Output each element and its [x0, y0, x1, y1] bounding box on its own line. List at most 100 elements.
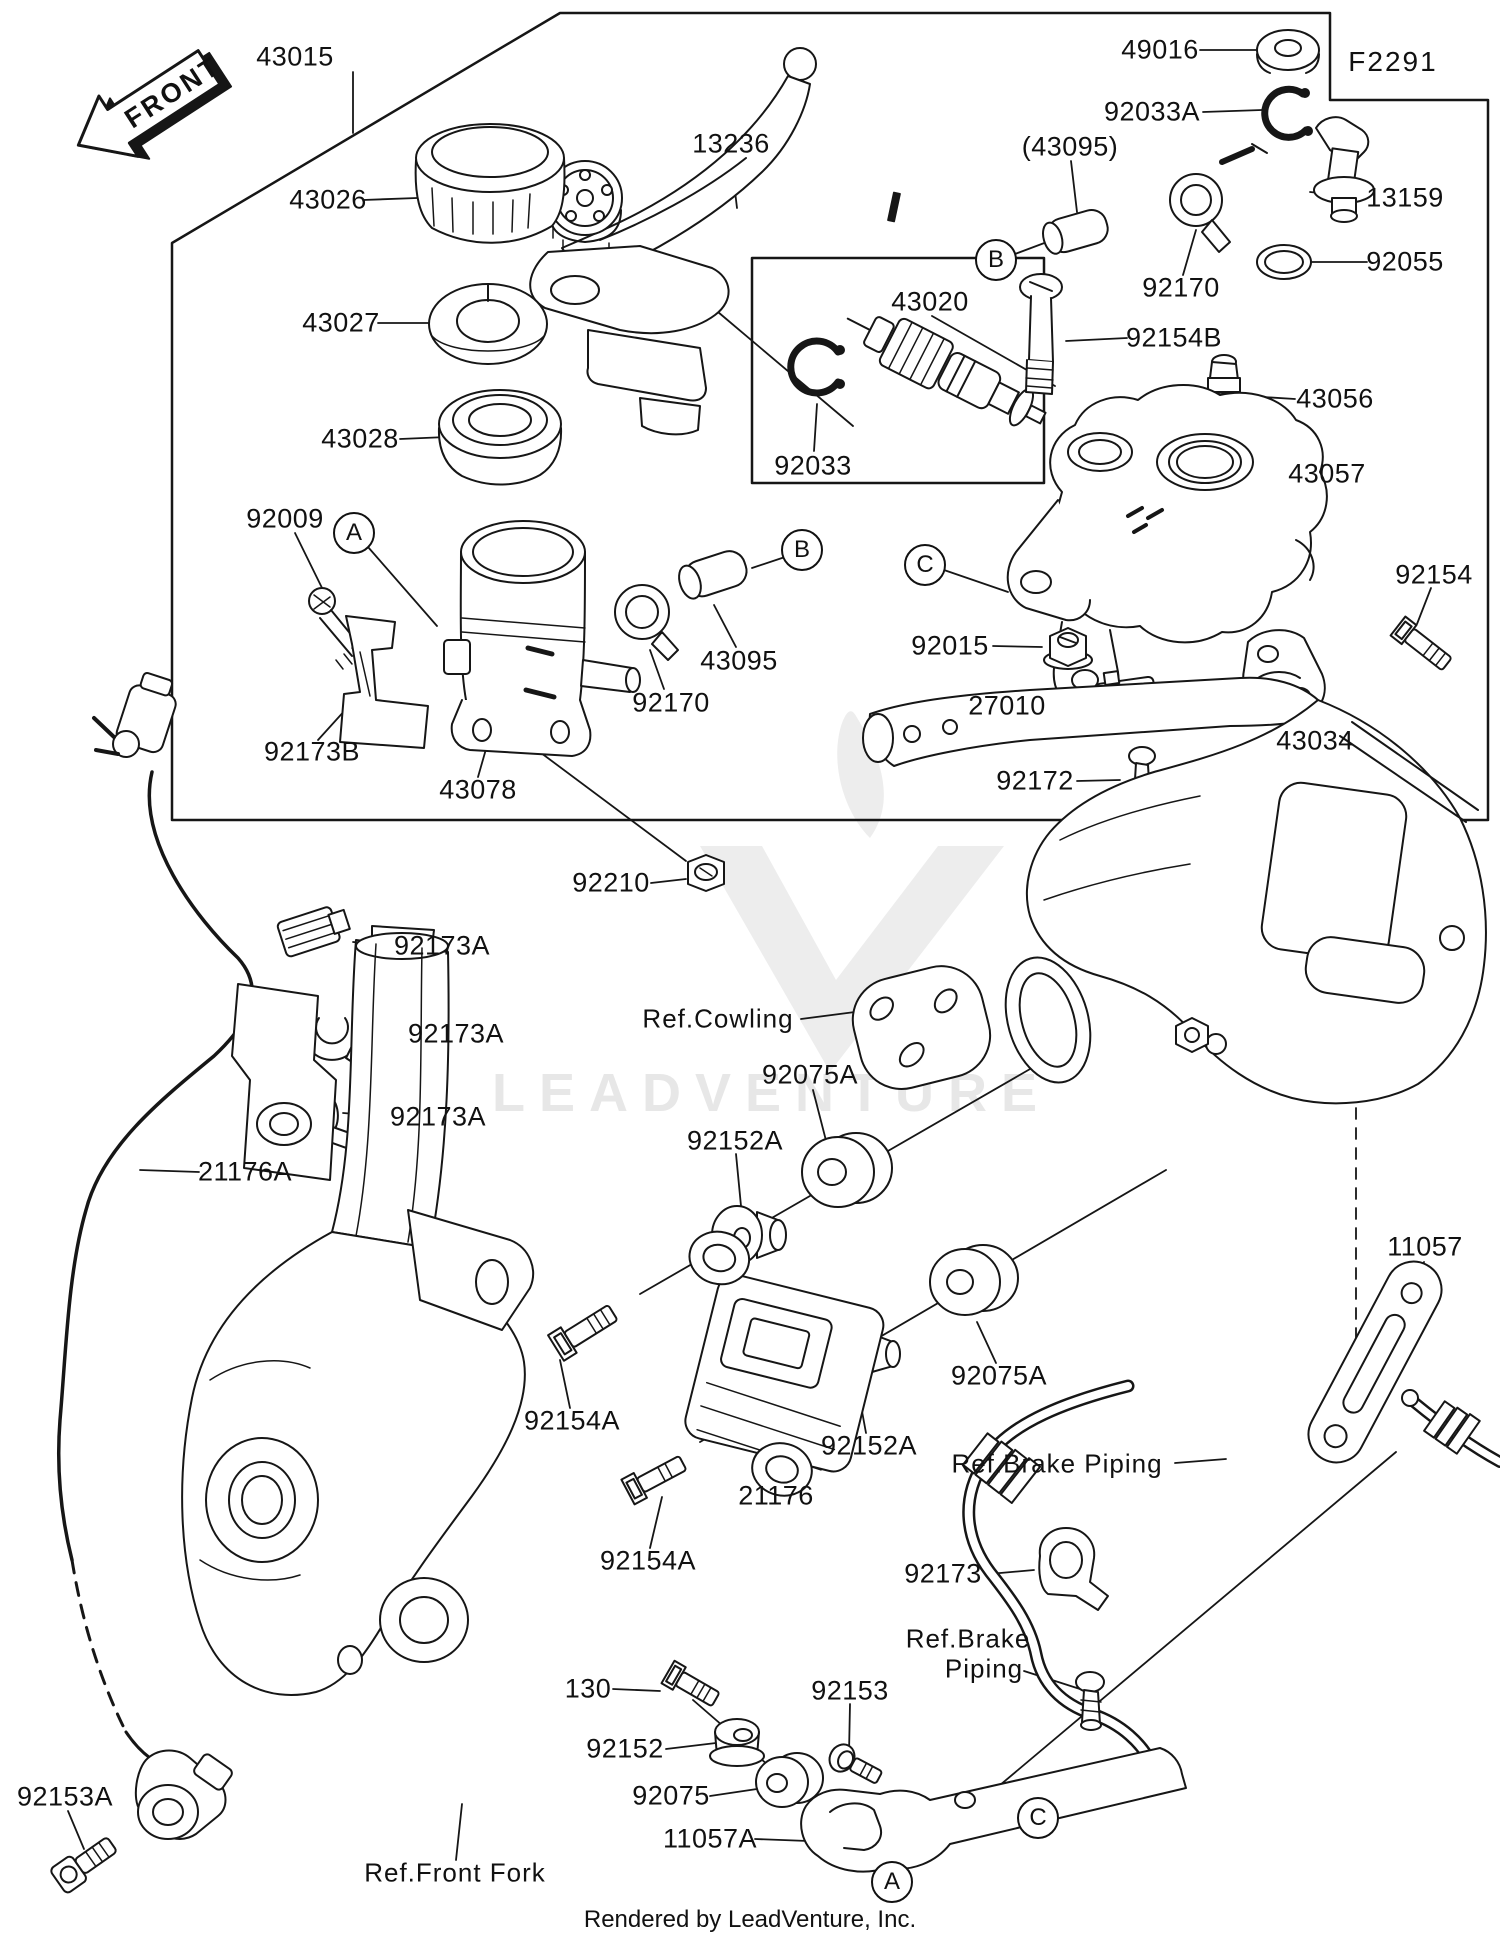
- part-label: 13236: [692, 128, 770, 159]
- part-label: 43078: [439, 774, 517, 805]
- reservoir-art: [443, 520, 641, 757]
- part-label: 92075A: [950, 1360, 1048, 1391]
- callout-circle: B: [975, 239, 1017, 281]
- speed-sensor-art: [684, 1230, 885, 1497]
- reference-label: Ref.Front Fork: [364, 1857, 546, 1888]
- part-label: 92152: [586, 1733, 664, 1764]
- bracket-92173b-art: [339, 615, 429, 749]
- part-label: 43028: [321, 423, 399, 454]
- part-label: 43026: [289, 184, 367, 215]
- bolt-92154a-art: [620, 1455, 687, 1506]
- part-label: 92152A: [820, 1430, 918, 1461]
- part-label: 130: [564, 1673, 612, 1704]
- callout-circle: A: [871, 1861, 913, 1903]
- part-label: 92173: [904, 1558, 982, 1589]
- part-label: 92075: [632, 1780, 710, 1811]
- reference-label: Ref.Cowling: [642, 1003, 794, 1034]
- circlip-92033a-art: [1261, 85, 1313, 141]
- part-label: 92173B: [263, 736, 361, 767]
- clamp-92173-art: [1038, 1527, 1109, 1611]
- callout-circle: B: [781, 529, 823, 571]
- reference-label: Ref.Brake: [905, 1623, 1031, 1654]
- sleeve-43095-mid-art: [678, 550, 748, 600]
- callout-circle: A: [333, 512, 375, 554]
- cowl-bracket-art: [851, 965, 992, 1090]
- screw-92154b-art: [1019, 273, 1063, 395]
- connector-92173a-art: [276, 906, 351, 958]
- bolt-92153-art: [828, 1743, 883, 1784]
- part-label: 92173A: [393, 930, 491, 961]
- part-label: 92170: [632, 687, 710, 718]
- pushrod-43020-art: [846, 316, 1047, 427]
- screw-below-clamp-art: [1075, 1671, 1105, 1731]
- circlip-92033-art: [787, 337, 845, 397]
- part-label: 11057A: [662, 1823, 758, 1854]
- grommet-92075a-art: [801, 1132, 893, 1208]
- part-label: 92173A: [407, 1018, 505, 1049]
- part-label: (43095): [1021, 131, 1119, 162]
- diaphragm-art: [437, 389, 563, 486]
- footer-credit: Rendered by LeadVenture, Inc.: [583, 1906, 917, 1933]
- part-label: 13159: [1366, 182, 1444, 213]
- abs-sensor-art: [134, 1749, 233, 1840]
- reservoir-cap-art: [414, 123, 566, 244]
- part-label: 43057: [1288, 458, 1366, 489]
- part-label: 92033A: [1103, 96, 1201, 127]
- master-cylinder-art: [1006, 384, 1328, 707]
- grommet-92075a-art: [929, 1244, 1019, 1316]
- part-label: 92154A: [599, 1545, 697, 1576]
- callout-circle: C: [904, 544, 946, 586]
- part-label: 92172: [996, 765, 1074, 796]
- part-label: 92154A: [523, 1405, 621, 1436]
- grommet-92075-art: [755, 1752, 824, 1808]
- part-label: 92173A: [389, 1101, 487, 1132]
- part-label: 92154: [1395, 559, 1473, 590]
- part-label: 27010: [968, 690, 1046, 721]
- part-label: 21176A: [197, 1156, 293, 1187]
- part-label: 92033: [774, 450, 852, 481]
- bolt-92154a-art: [547, 1304, 618, 1362]
- part-label: 92055: [1366, 246, 1444, 277]
- bushing-92152-art: [709, 1718, 765, 1767]
- part-label: 92009: [246, 503, 324, 534]
- sensor-cable-art: [57, 672, 254, 1760]
- front-fork-art: [181, 925, 535, 1696]
- elbow-13159-art: [1313, 116, 1375, 223]
- washer-49016-art: [1256, 29, 1320, 74]
- brake-lever-art: [529, 47, 901, 436]
- diagram-code: F2291: [1348, 46, 1438, 77]
- sleeve-43095-top-art: [1042, 208, 1109, 255]
- clamp-92170-mid-art: [614, 584, 679, 661]
- callout-circle: C: [1017, 1797, 1059, 1839]
- clamp-92170-top-art: [1169, 143, 1268, 253]
- part-label: 92075A: [761, 1059, 859, 1090]
- part-label: 92210: [572, 867, 650, 898]
- nut-92015-art: [1043, 627, 1093, 670]
- part-label: 92170: [1142, 272, 1220, 303]
- reference-label: Ref.Brake Piping: [951, 1448, 1163, 1479]
- part-label: 49016: [1121, 34, 1199, 65]
- part-label: 43020: [891, 286, 969, 317]
- part-label: 92152A: [686, 1125, 784, 1156]
- cap-plate-art: [428, 283, 548, 365]
- reference-label: Piping: [944, 1653, 1024, 1684]
- part-label: 21176: [738, 1480, 814, 1511]
- part-label: 92154B: [1125, 322, 1223, 353]
- nut-92210-art: [687, 854, 725, 892]
- part-label: 43034: [1276, 725, 1354, 756]
- part-label: 43027: [302, 307, 380, 338]
- part-label: 92153A: [16, 1781, 114, 1812]
- bolt-130-art: [660, 1659, 720, 1707]
- part-label: 11057: [1387, 1231, 1463, 1262]
- part-label: 92015: [911, 630, 989, 661]
- part-label: 43095: [700, 645, 778, 676]
- part-label: 92153: [811, 1675, 889, 1706]
- frame-art: [862, 676, 1487, 1105]
- part-label: 43015: [256, 41, 334, 72]
- oring-92055-art: [1256, 244, 1312, 280]
- bolt-92153a-art: [50, 1837, 117, 1894]
